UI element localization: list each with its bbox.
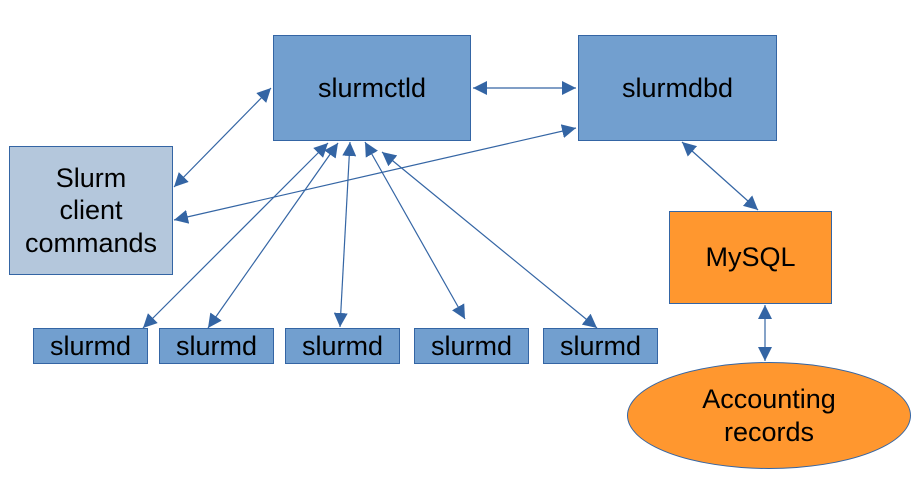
slurmd-node-4: slurmd	[414, 328, 529, 364]
edge-slurmctld-slurmd-5	[381, 151, 598, 329]
slurmdbd-label: slurmdbd	[621, 72, 734, 103]
accounting-records-node: Accounting records	[627, 362, 911, 469]
slurmctld-label: slurmctld	[317, 72, 426, 103]
edge-slurmctld-clients	[173, 87, 272, 188]
accounting-records-label: Accounting records	[702, 384, 836, 447]
edge-slurmdbd-mysql	[681, 141, 759, 211]
edge-slurmctld-slurmd-4	[364, 141, 466, 320]
slurmd-node-3: slurmd	[285, 328, 400, 364]
slurmd-node-5: slurmd	[543, 328, 658, 364]
slurmd-label: slurmd	[301, 330, 383, 361]
slurmdbd-node: slurmdbd	[578, 35, 777, 141]
edge-slurmctld-slurmd-2	[207, 142, 339, 329]
mysql-node: MySQL	[669, 211, 832, 304]
slurmd-node-2: slurmd	[159, 328, 274, 364]
slurmd-label: slurmd	[175, 330, 257, 361]
slurmd-node-1: slurmd	[33, 328, 148, 364]
slurmctld-node: slurmctld	[273, 35, 471, 141]
slurmd-label: slurmd	[559, 330, 641, 361]
slurm-client-commands-label: Slurm client commands	[24, 162, 158, 258]
slurmd-label: slurmd	[49, 330, 131, 361]
slurmd-label: slurmd	[430, 330, 512, 361]
slurm-client-commands-node: Slurm client commands	[9, 146, 173, 275]
mysql-label: MySQL	[705, 242, 796, 273]
edge-slurmdbd-clients	[173, 124, 577, 224]
edge-slurmctld-slurmd-3	[333, 141, 357, 328]
